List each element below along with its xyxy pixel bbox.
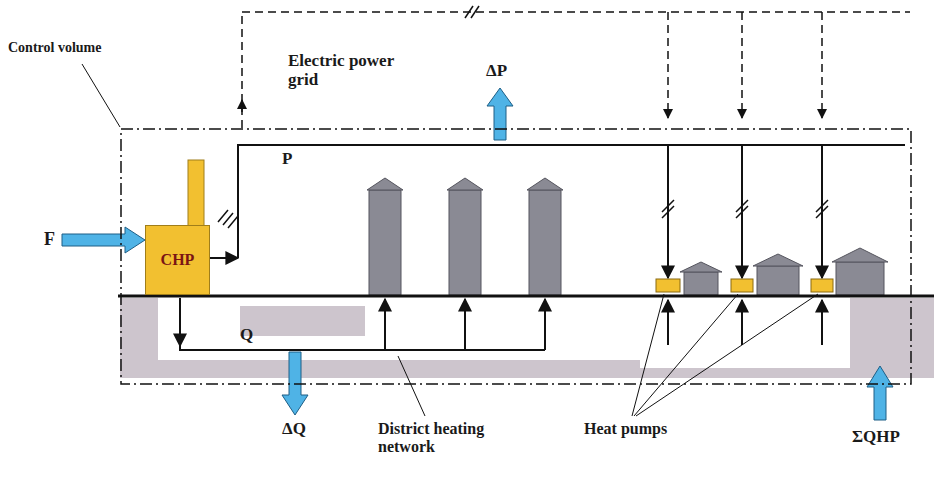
houses [753, 254, 803, 266]
plant-label: CHP [161, 251, 195, 269]
apartment-towers [449, 190, 481, 295]
apartment-towers [527, 178, 563, 190]
power-grid-line [242, 11, 910, 13]
heating-pipe [179, 298, 181, 346]
chp-plant: CHP [145, 225, 210, 295]
energy-flow-arrow [487, 88, 513, 140]
apartment-towers [369, 190, 401, 295]
control-volume: CHPControl volume [120, 128, 912, 385]
control-volume-outline [120, 128, 912, 385]
power-line [816, 200, 828, 218]
heat-pump-symbol [656, 279, 833, 292]
power-grid-line [241, 14, 243, 128]
ground-line [118, 296, 934, 297]
apartment-towers [367, 178, 563, 295]
apartment-towers [447, 178, 483, 190]
power-grid-line [741, 12, 743, 118]
leader-line [82, 64, 120, 127]
leader-line [398, 356, 425, 416]
houses [832, 248, 888, 262]
heating-pipe [464, 299, 466, 350]
component-label: Heat pumps [584, 420, 667, 438]
chimney [188, 160, 204, 226]
power-grid-line [821, 12, 823, 118]
flow-label: ΔQ [282, 420, 306, 439]
flow-label: P [282, 150, 292, 169]
underground-band [120, 298, 934, 378]
houses [757, 266, 799, 295]
ground-line [118, 295, 934, 298]
leader-line [632, 294, 664, 416]
houses [684, 272, 718, 295]
leader-line [634, 294, 738, 416]
underground-band [240, 306, 365, 336]
chimney [188, 160, 204, 226]
heating-pipe [821, 300, 823, 345]
heating-pipe [667, 300, 669, 345]
power-grid-line [242, 6, 910, 128]
underground-band [120, 298, 934, 378]
power-grid-line [667, 12, 669, 118]
energy-flow-arrow [62, 88, 893, 420]
leader-line [636, 294, 818, 416]
heat-pump-symbol [656, 279, 680, 292]
energy-flow-arrow [62, 227, 145, 253]
flow-label: Q [240, 326, 253, 345]
apartment-towers [367, 178, 403, 190]
energy-flow-arrow [867, 366, 893, 420]
power-line [210, 257, 238, 259]
heat-pump-symbol [811, 279, 833, 292]
heating-pipe [544, 299, 546, 350]
power-line [238, 145, 905, 258]
heating-pipe [180, 346, 545, 350]
apartment-towers [529, 190, 561, 295]
underground-band [640, 298, 850, 368]
flow-label: F [44, 230, 55, 250]
heating-pipe [741, 300, 743, 345]
power-grid-line [241, 100, 243, 112]
heating-pipe [180, 298, 822, 350]
power-line [218, 210, 238, 228]
power-grid-line [471, 6, 479, 18]
flow-label: ΔP [486, 62, 507, 81]
heating-pipe [384, 299, 386, 350]
flow-label: ΣQHP [852, 428, 900, 447]
leader-line [82, 64, 818, 416]
region-heading: Control volume [8, 40, 101, 55]
houses [680, 262, 722, 272]
houses [680, 248, 888, 295]
grid-label: Electric power grid [288, 52, 413, 89]
control-volume-outline [121, 129, 911, 384]
power-line [662, 200, 674, 218]
heat-pump-symbol [731, 279, 753, 292]
houses [836, 262, 884, 295]
underground-band [158, 298, 640, 360]
power-line [736, 200, 748, 218]
network-label: District heating network [378, 420, 538, 455]
